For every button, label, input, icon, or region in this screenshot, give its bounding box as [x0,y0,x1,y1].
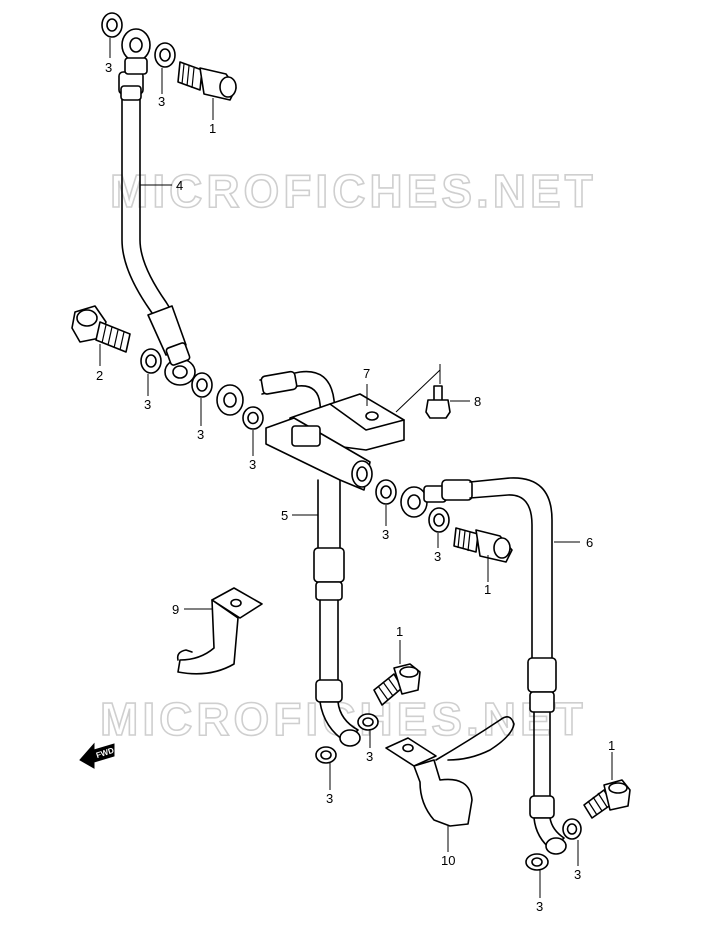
callout-labels: 3 3 1 4 2 3 3 3 7 8 5 3 3 1 6 9 1 3 3 1 … [96,60,615,914]
clamp-9 [176,587,263,675]
washer-top-left [101,12,123,38]
callout-10: 10 [441,853,455,868]
washer-lower-b [315,746,337,764]
banjo-fitting-hose4-lower [164,342,196,386]
washer-center-a [242,406,264,430]
watermark-upper: MICROFICHES.NET [110,165,597,217]
washer-top-right [154,42,176,68]
clamp-10 [385,716,515,827]
three-way-joint-7 [265,393,405,491]
callout-3-left-a: 3 [144,397,151,412]
callout-9: 9 [172,602,179,617]
union-bolt-mid [453,527,513,563]
callout-1-right: 1 [608,738,615,753]
callout-3-top-right: 3 [158,94,165,109]
callout-3-top-left: 3 [105,60,112,75]
union-bolt-lower-center [373,663,421,706]
bolt-8 [395,364,451,419]
callout-2: 2 [96,368,103,383]
washer-bottom-a [562,818,582,840]
washer-left-a [140,348,162,374]
callout-3-lower-b: 3 [326,791,333,806]
callout-4: 4 [176,178,183,193]
washer-center-b [375,479,397,505]
callout-3-bottom-b: 3 [536,899,543,914]
leader-lines [99,38,613,898]
callout-8: 8 [474,394,481,409]
washer-center-c [428,507,450,533]
callout-3-lower-a: 3 [366,749,373,764]
banjo-fitting-top [121,28,151,75]
washer-bottom-b [525,853,549,871]
callout-1-mid: 1 [484,582,491,597]
union-bolt-top [177,61,237,101]
callout-3-bottom-a: 3 [574,867,581,882]
washer-left-b [191,372,213,398]
callout-3-center-c: 3 [434,549,441,564]
callout-3-left-b: 3 [197,427,204,442]
callout-3-center-a: 3 [249,457,256,472]
union-bolt-right [583,779,631,819]
brake-hose-4 [118,71,187,356]
union-bolt-2 [71,305,131,353]
brake-hose-6 [400,477,567,855]
callout-6: 6 [586,535,593,550]
callout-1-lower-center: 1 [396,624,403,639]
fwd-arrow-icon: FWD [79,742,115,769]
washer-lower-a [357,713,379,731]
callout-1-top: 1 [209,121,216,136]
callout-3-center-b: 3 [382,527,389,542]
brake-hose-5 [216,370,361,747]
callout-5: 5 [281,508,288,523]
callout-7: 7 [363,366,370,381]
